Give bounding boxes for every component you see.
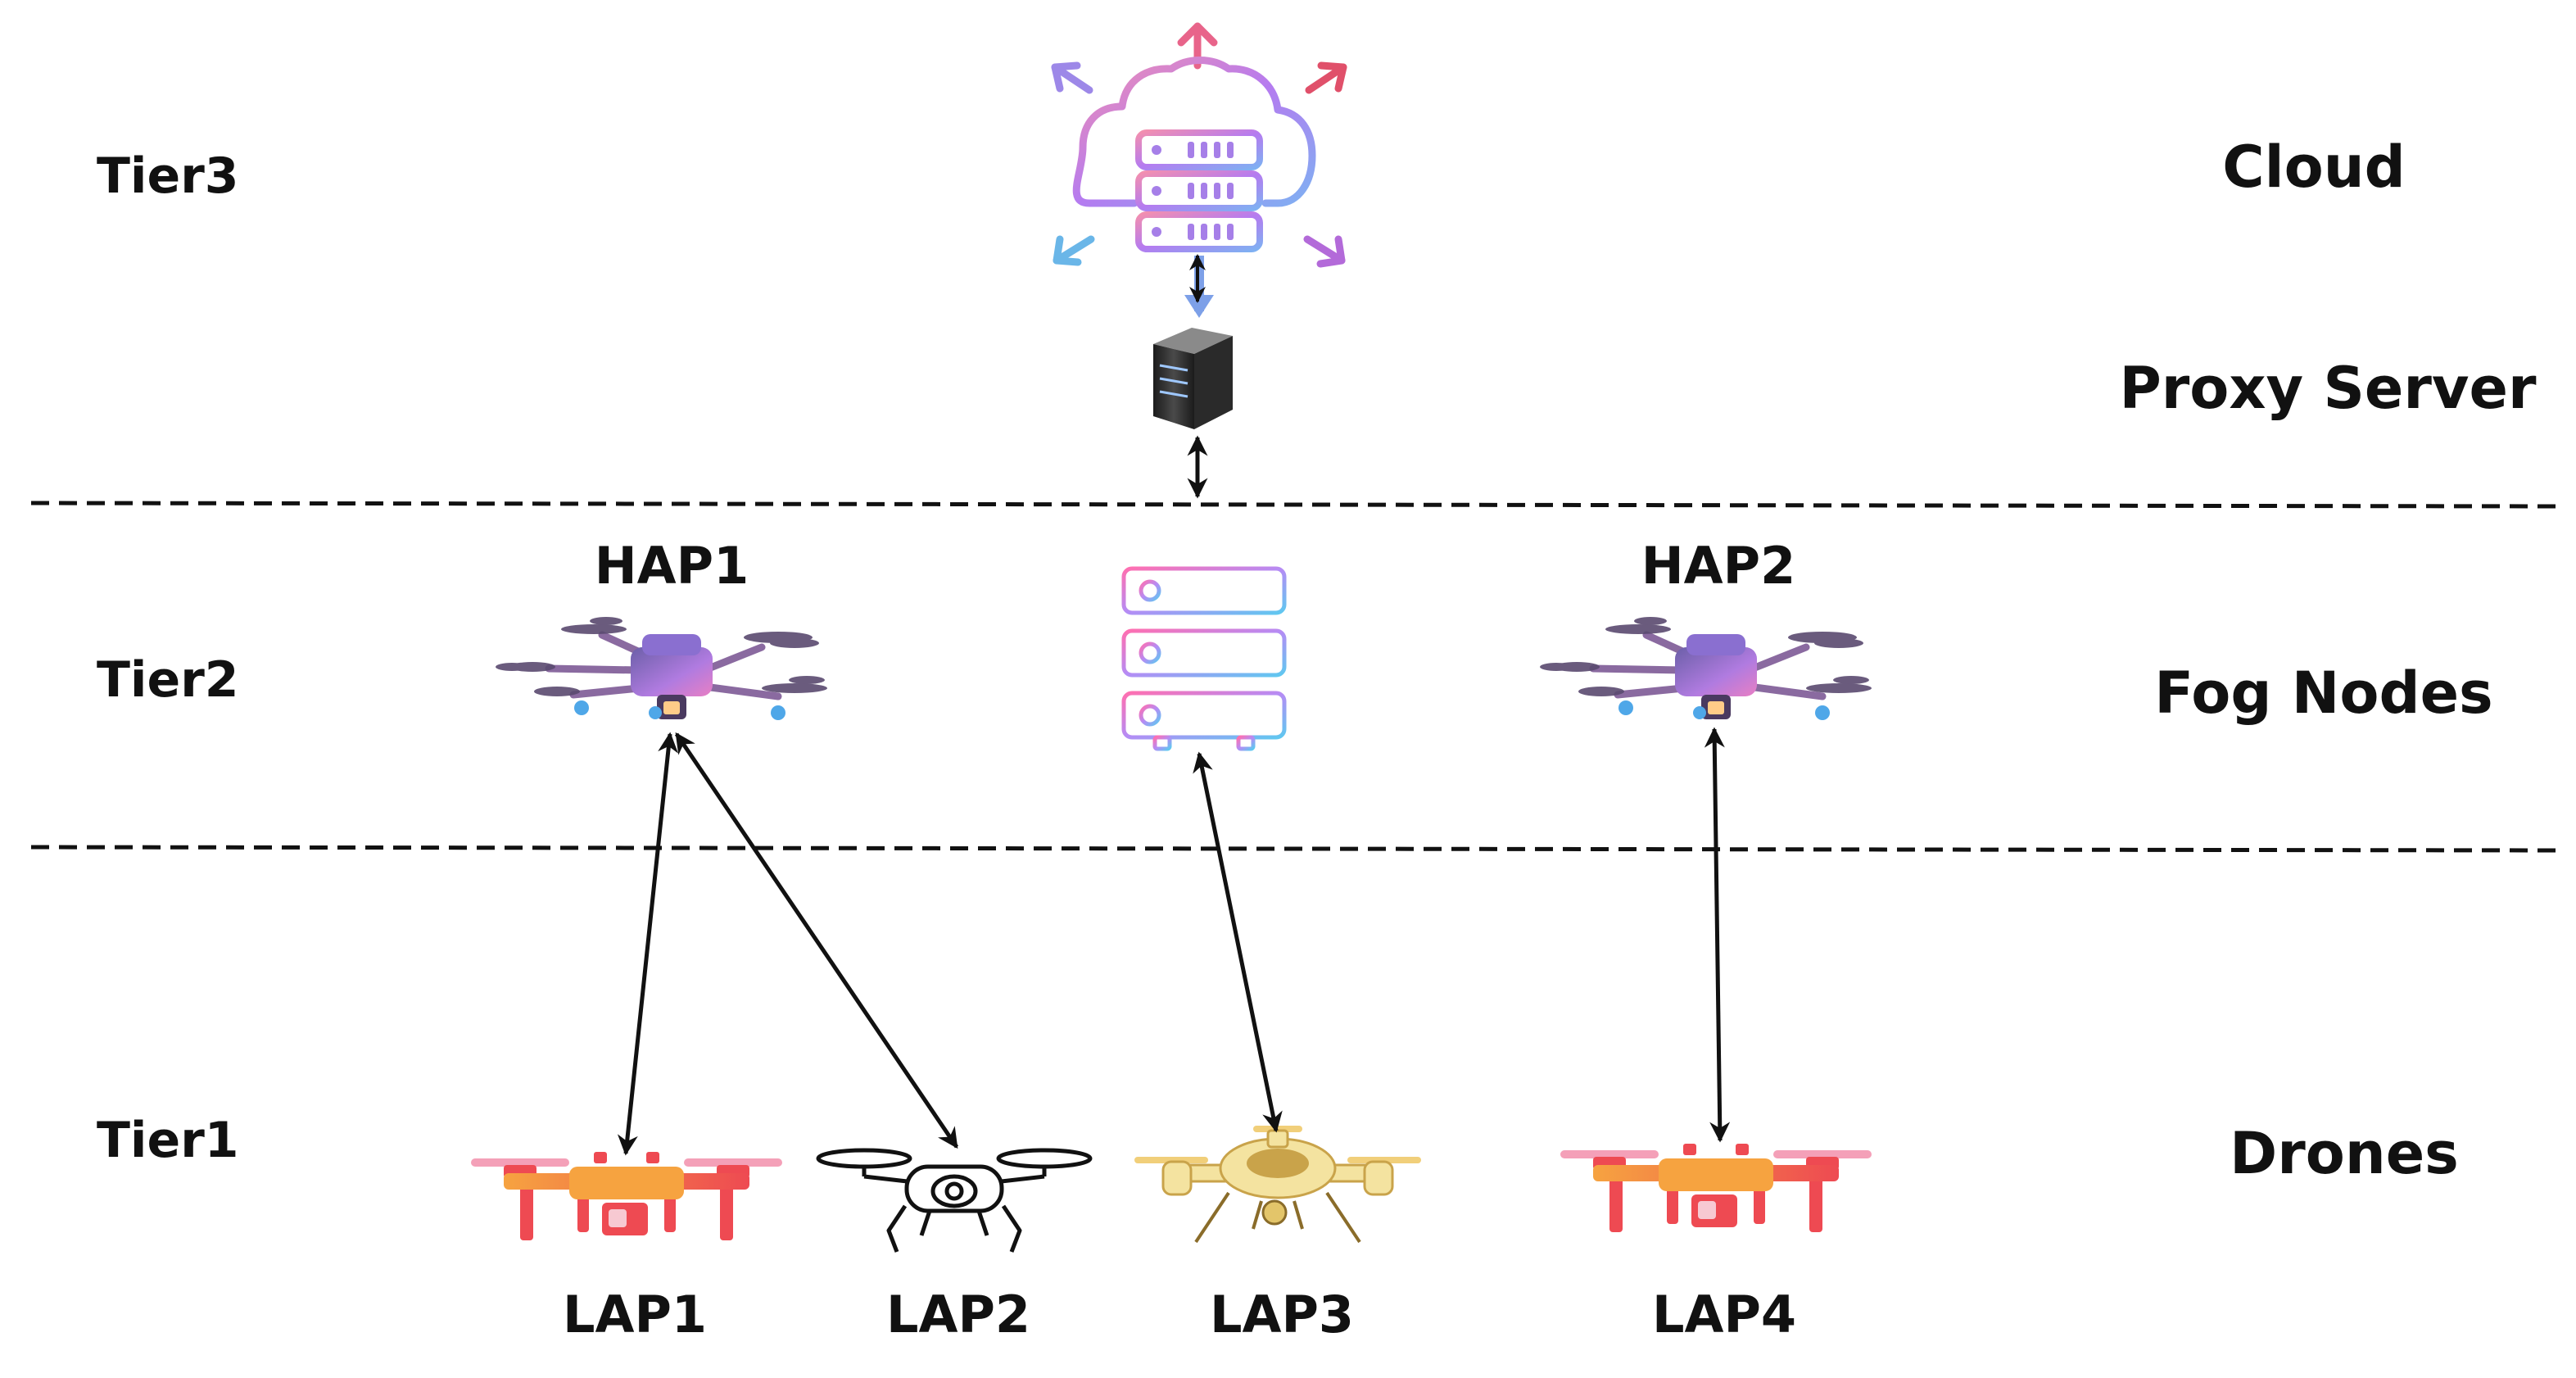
hap1-lap2-link (674, 732, 959, 1149)
fog-lap3-link (1193, 751, 1283, 1133)
cloud-server-icon (1051, 22, 1347, 318)
proxy-server-icon (1153, 328, 1233, 429)
fog-nodes-label: Fog Nodes (2154, 660, 2492, 727)
hap-drone-icon (496, 617, 827, 720)
lap-drone-icon (816, 1148, 1093, 1253)
lap4-label: LAP4 (1652, 1285, 1796, 1344)
lap1-label: LAP1 (563, 1285, 707, 1344)
hap1-lap1-link (617, 732, 679, 1156)
hap2-lap4-link (1704, 727, 1731, 1143)
lap2-label: LAP2 (886, 1285, 1030, 1344)
lap-drone-icon (471, 1152, 782, 1240)
tier-divider-lower (30, 845, 2556, 853)
fog-server-icon (1121, 566, 1287, 751)
tier1-label: Tier1 (97, 1112, 239, 1169)
tier2-label: Tier2 (97, 651, 239, 709)
tier-divider-upper (30, 501, 2556, 509)
tier3-label: Tier3 (97, 147, 239, 205)
cloud-layer-label: Cloud (2222, 134, 2405, 201)
hap2-label: HAP2 (1641, 536, 1795, 596)
hap-drone-icon (1540, 617, 1872, 720)
lap-drone-icon (1560, 1144, 1872, 1232)
connection-arrows (617, 727, 1731, 1156)
lap3-label: LAP3 (1210, 1285, 1354, 1344)
lap-drone-icon (1134, 1126, 1421, 1244)
drones-layer-label: Drones (2230, 1120, 2459, 1187)
proxy-server-label: Proxy Server (2119, 355, 2537, 422)
hap1-label: HAP1 (595, 536, 749, 596)
